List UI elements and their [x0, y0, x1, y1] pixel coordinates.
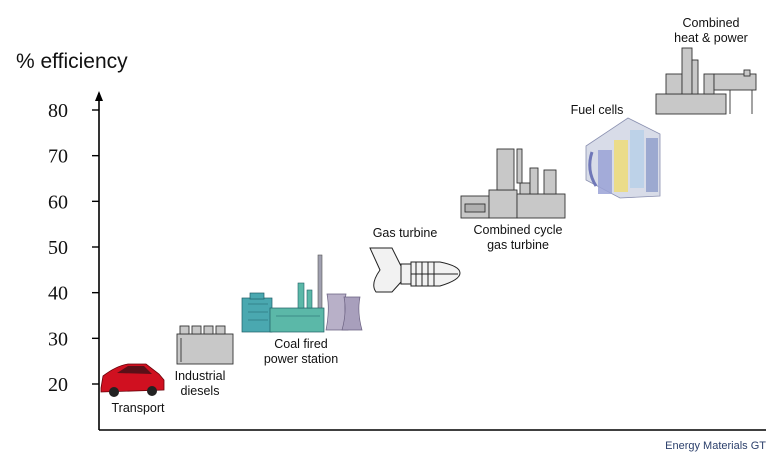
chp-plant-icon [655, 47, 757, 115]
category-label-line: Coal fired [274, 337, 328, 351]
y-tick-label: 50 [48, 237, 68, 259]
y-tick-label: 30 [48, 328, 68, 350]
y-ticks: 20 30 40 50 60 70 80 [48, 100, 99, 396]
y-tick-label: 20 [48, 374, 68, 396]
y-axis-label: % efficiency [16, 50, 128, 73]
diesel-engine-icon [176, 325, 234, 365]
power-station-icon [241, 254, 363, 333]
category-label-line: Transport [111, 401, 165, 415]
category-label: Transport [111, 401, 165, 415]
category-label-line: power station [264, 352, 338, 366]
gas-turbine-icon [369, 247, 461, 293]
y-tick-label: 80 [48, 100, 68, 122]
category-label: Fuel cells [571, 103, 624, 117]
category-label-line: Industrial [175, 369, 226, 383]
category-label-line: gas turbine [487, 238, 549, 252]
category-label-line: Fuel cells [571, 103, 624, 117]
category-label-line: Combined [683, 16, 740, 30]
fuel-cell-stack-icon [585, 117, 661, 199]
category-label-line: Combined cycle [474, 223, 563, 237]
y-tick-label: 40 [48, 283, 68, 305]
category-label-line: heat & power [674, 31, 748, 45]
y-axis-arrow-icon [95, 91, 103, 101]
combined-cycle-plant-icon [460, 148, 566, 219]
y-tick-label: 70 [48, 146, 68, 168]
car-icon [100, 363, 165, 397]
category-label-line: Gas turbine [373, 226, 438, 240]
category-label: Gas turbine [373, 226, 438, 240]
category-label-line: diesels [181, 384, 220, 398]
y-tick-label: 60 [48, 191, 68, 213]
credit-text: Energy Materials GT [665, 440, 766, 452]
